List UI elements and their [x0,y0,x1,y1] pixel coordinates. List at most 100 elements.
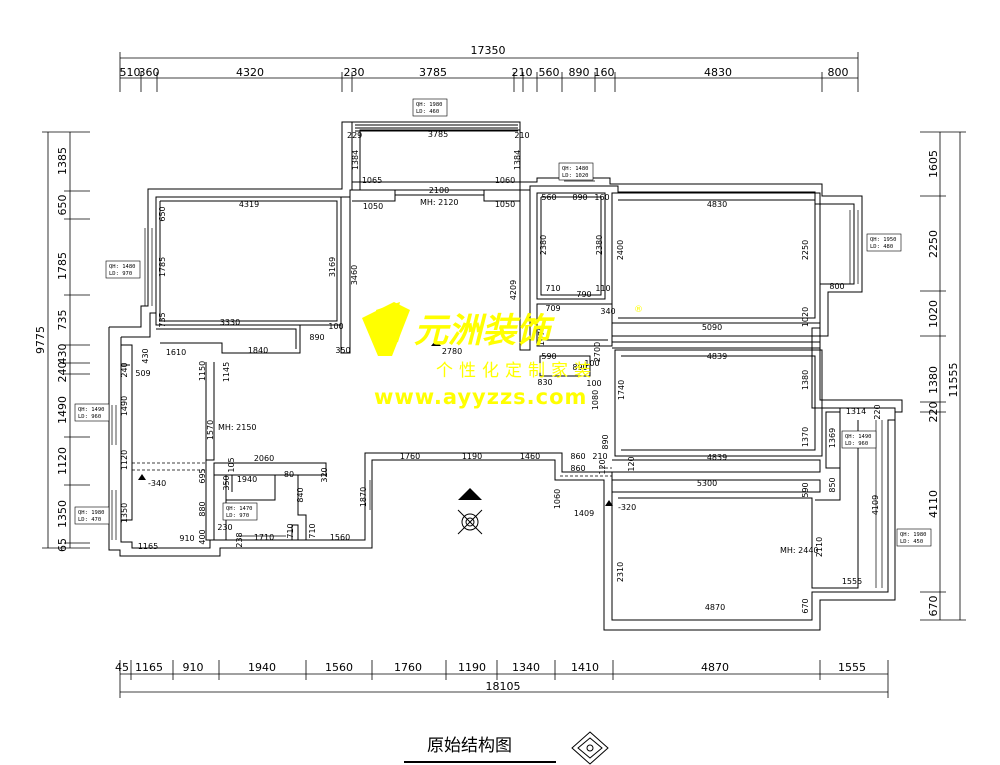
right-total-dimension: 11555 [947,363,960,398]
svg-text:3330: 3330 [220,318,240,327]
left-dim: 1120 [56,447,69,475]
svg-text:320: 320 [320,467,329,482]
svg-text:100: 100 [586,379,601,388]
svg-text:QH: 1980: QH: 1980 [78,510,105,516]
svg-text:160: 160 [594,193,609,202]
left-dim: 65 [56,538,69,552]
svg-text:QH: 1950: QH: 1950 [870,237,897,243]
right-dim: 1020 [927,300,940,328]
svg-text:LD: 480: LD: 480 [870,244,893,250]
svg-text:1150: 1150 [198,361,207,381]
svg-text:860: 860 [570,464,585,473]
svg-text:850: 850 [828,477,837,492]
svg-text:910: 910 [179,534,194,543]
window-tag: QH: 1980 LD: 470 [74,506,110,525]
compass-icon [457,488,483,535]
bottom-dim: 1940 [248,661,276,674]
svg-text:1570: 1570 [537,326,546,346]
svg-text:220: 220 [873,404,882,419]
svg-text:710: 710 [286,523,295,538]
svg-text:1409: 1409 [574,509,594,518]
svg-text:4319: 4319 [239,200,259,209]
top-dim: 230 [344,66,365,79]
right-dimension-chain [920,131,966,621]
left-dim: 650 [56,195,69,216]
svg-text:350: 350 [222,475,231,490]
svg-text:1460: 1460 [520,452,540,461]
window-tag: QH: 1470 LD: 970 [222,502,258,521]
svg-text:710: 710 [308,523,317,538]
svg-text:860: 860 [570,452,585,461]
svg-text:LD: 960: LD: 960 [78,414,101,420]
svg-text:890: 890 [572,193,587,202]
svg-text:880: 880 [198,501,207,516]
door-height-label: MH: 2440 [780,546,819,555]
window-tag: QH: 1480 LD: 1020 [558,162,594,181]
svg-text:1560: 1560 [330,533,350,542]
right-dim: 220 [927,402,940,423]
svg-text:1120: 1120 [120,450,129,470]
svg-text:1840: 1840 [248,346,268,355]
svg-text:4109: 4109 [871,495,880,515]
svg-text:509: 509 [135,369,150,378]
svg-text:1870: 1870 [359,487,368,507]
svg-text:1060: 1060 [553,489,562,509]
svg-text:QH: 1490: QH: 1490 [845,434,872,440]
svg-text:229: 229 [347,131,362,140]
svg-text:元洲装饰: 元洲装饰 [414,311,555,351]
svg-text:400: 400 [198,529,207,544]
left-dim: 1785 [56,252,69,280]
right-dim: 1605 [927,150,940,178]
left-dim: 1350 [56,500,69,528]
svg-text:340: 340 [600,307,615,316]
svg-text:www.ayyzzs.com: www.ayyzzs.com [374,385,587,409]
top-dim: 4830 [704,66,732,79]
left-dim: 735 [56,310,69,331]
top-dimension-chain [119,52,859,92]
top-dim: 210 [512,66,533,79]
svg-text:LD: 960: LD: 960 [845,441,868,447]
svg-text:4830: 4830 [707,200,727,209]
svg-text:QH: 1480: QH: 1480 [562,166,589,172]
svg-text:230: 230 [217,523,232,532]
floor-level-label: -340 [148,479,166,488]
svg-text:LD: 470: LD: 470 [78,517,101,523]
svg-text:350: 350 [335,346,350,355]
bottom-dim: 1760 [394,661,422,674]
svg-text:个性化定制家装: 个性化定制家装 [436,361,597,381]
svg-text:2250: 2250 [801,240,810,260]
right-dim: 1380 [927,366,940,394]
svg-text:LD: 970: LD: 970 [226,513,249,519]
svg-text:1190: 1190 [462,452,482,461]
window-tag: QH: 1490 LD: 960 [841,430,877,449]
svg-text:1020: 1020 [801,307,810,327]
window-tag: QH: 1980 LD: 460 [412,98,448,117]
svg-text:120: 120 [598,459,607,474]
balcony-top [351,121,521,191]
window-tag: QH: 1480 LD: 970 [105,260,141,279]
svg-text:790: 790 [576,290,591,299]
window-tag: QH: 1950 LD: 480 [866,233,902,252]
svg-text:1369: 1369 [828,428,837,448]
svg-text:LD: 970: LD: 970 [109,271,132,277]
svg-text:800: 800 [829,282,844,291]
right-dim: 2250 [927,230,940,258]
bottom-dim: 1165 [135,661,163,674]
top-dim: 3785 [419,66,447,79]
svg-text:1760: 1760 [400,452,420,461]
svg-text:890: 890 [601,434,610,449]
svg-text:840: 840 [296,487,305,502]
svg-text:560: 560 [541,193,556,202]
top-dim: 360 [139,66,160,79]
svg-text:709: 709 [545,304,560,313]
svg-text:2780: 2780 [442,347,462,356]
svg-text:QH: 1980: QH: 1980 [416,102,443,108]
svg-text:105: 105 [227,457,236,472]
svg-text:1050: 1050 [495,200,515,209]
svg-text:LD: 1020: LD: 1020 [562,173,589,179]
svg-text:QH: 1470: QH: 1470 [226,506,253,512]
svg-text:1710: 1710 [254,533,274,542]
right-dim: 670 [927,596,940,617]
right-dim: 4110 [927,490,940,518]
